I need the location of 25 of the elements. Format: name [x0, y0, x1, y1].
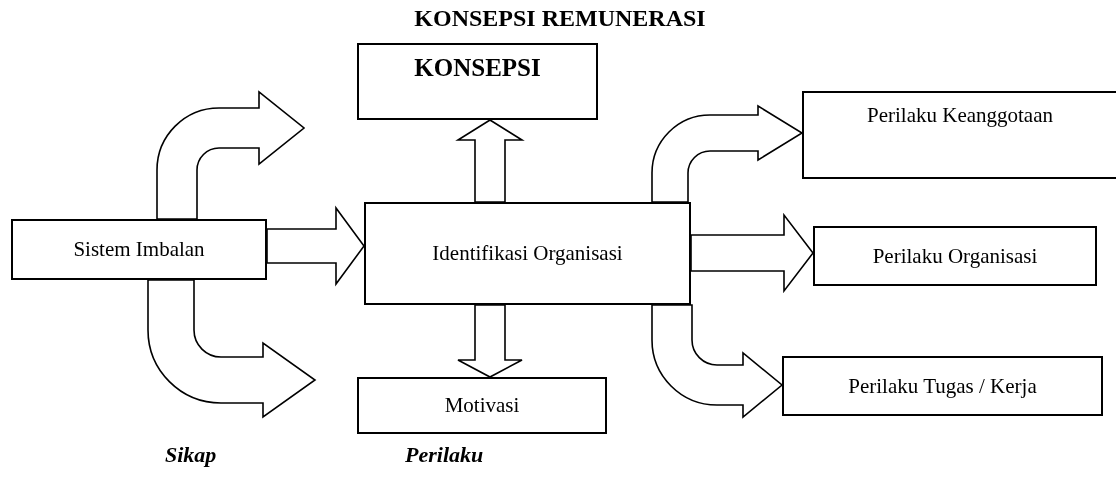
process-box — [357, 43, 598, 120]
block-arrow — [651, 304, 783, 418]
box-label: Perilaku Keanggotaan — [867, 103, 1053, 128]
block-arrow — [455, 119, 525, 203]
process-box — [364, 202, 691, 305]
block-arrow — [147, 279, 316, 418]
process-box — [357, 377, 607, 434]
block-arrow — [457, 304, 523, 378]
process-box — [782, 356, 1103, 416]
box-label: Motivasi — [444, 393, 520, 418]
box-label: Perilaku Tugas / Kerja — [848, 373, 1037, 399]
diagram-title: KONSEPSI REMUNERASI — [413, 4, 707, 32]
block-arrow — [690, 212, 814, 294]
italic-label: Sikap — [165, 442, 217, 468]
box-label: Perilaku Organisasi — [872, 243, 1038, 269]
italic-label: Perilaku — [405, 442, 484, 468]
block-arrow — [156, 91, 305, 220]
process-box — [813, 226, 1097, 286]
box-label: KONSEPSI — [414, 55, 541, 80]
box-label: Identifikasi Organisasi — [432, 241, 623, 266]
box-label: Sistem Imbalan — [73, 237, 205, 262]
block-arrow — [266, 205, 365, 287]
process-box — [11, 219, 267, 280]
process-box — [802, 91, 1116, 179]
block-arrow — [651, 105, 803, 203]
